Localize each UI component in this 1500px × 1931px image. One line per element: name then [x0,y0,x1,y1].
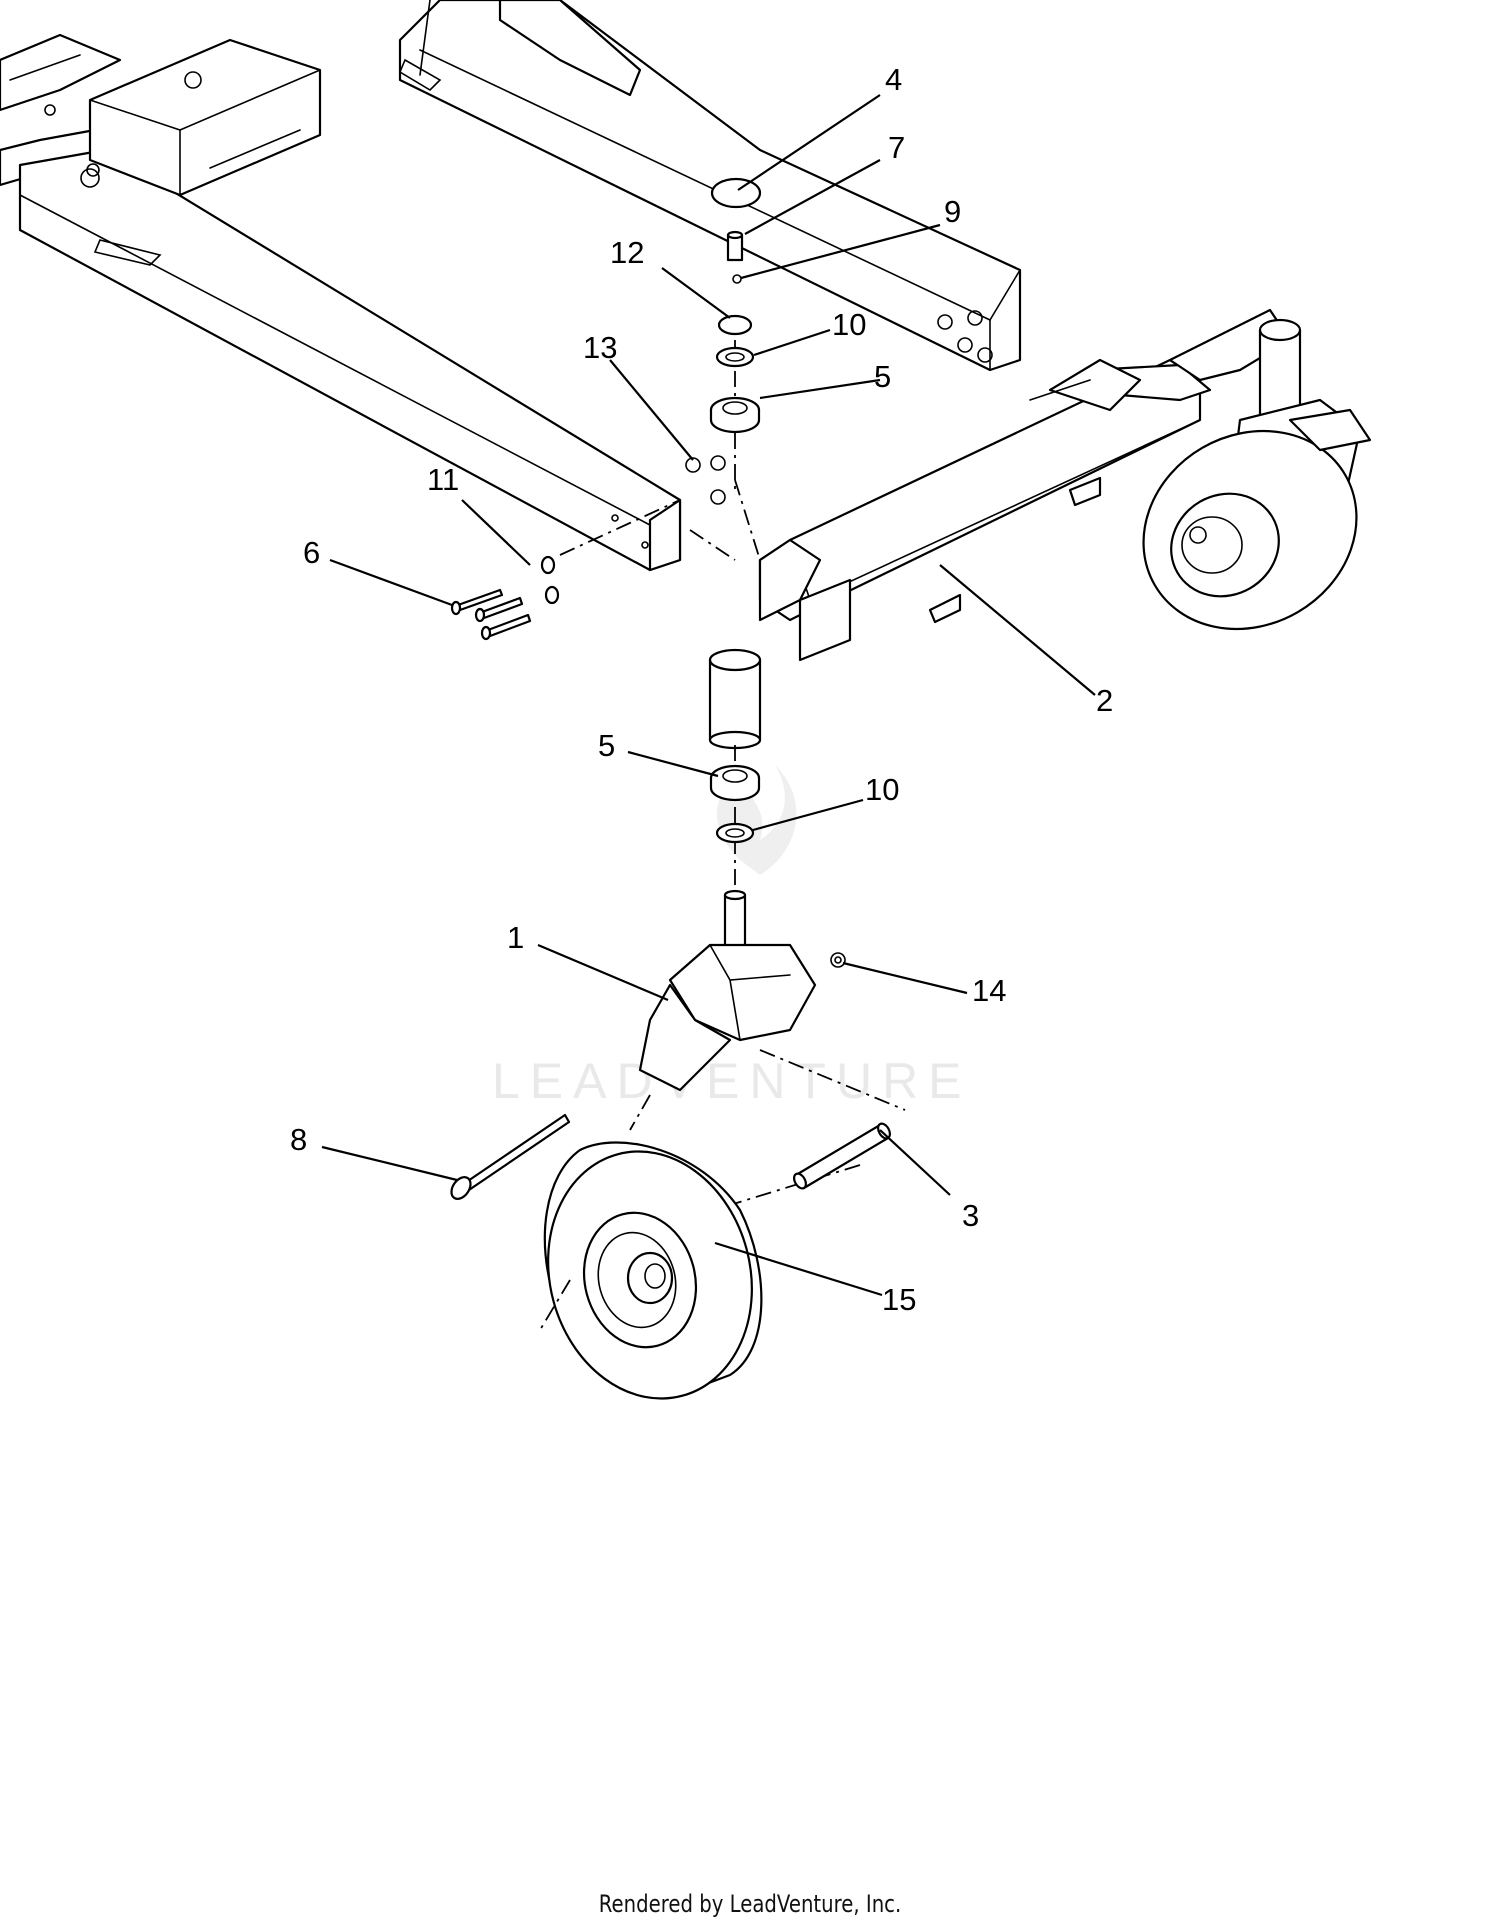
main-frame [0,0,1022,572]
callout-9: 9 [944,194,961,229]
leader-lines [321,94,1096,1297]
callout-15: 15 [882,1282,916,1317]
callout-10-lower: 10 [865,772,899,807]
watermark: LEADVENTURE [492,765,972,1109]
callout-14: 14 [972,973,1006,1008]
wheel-assembly [450,1049,906,1400]
callout-11: 11 [427,462,459,497]
caster-sub-frame [708,308,1372,750]
callout-12: 12 [610,235,644,270]
callout-5-upper: 5 [874,359,891,394]
callout-6: 6 [303,535,320,570]
callout-8: 8 [290,1122,307,1157]
watermark-text: LEADVENTURE [492,1053,972,1109]
callout-labels: 4 7 9 12 10 13 5 11 6 2 5 10 1 14 8 3 15 [290,62,1113,1317]
caster-fork [638,889,846,1092]
footer-credit: Rendered by LeadVenture, Inc. [598,1890,902,1918]
callout-5-lower: 5 [598,728,615,763]
callout-2: 2 [1096,683,1113,718]
callout-1: 1 [507,920,524,955]
callout-13: 13 [583,330,617,365]
hardware-stack [450,230,761,900]
callout-3: 3 [962,1198,979,1233]
callout-7: 7 [888,130,905,165]
callout-10-upper: 10 [832,307,866,342]
callout-4: 4 [885,62,902,97]
